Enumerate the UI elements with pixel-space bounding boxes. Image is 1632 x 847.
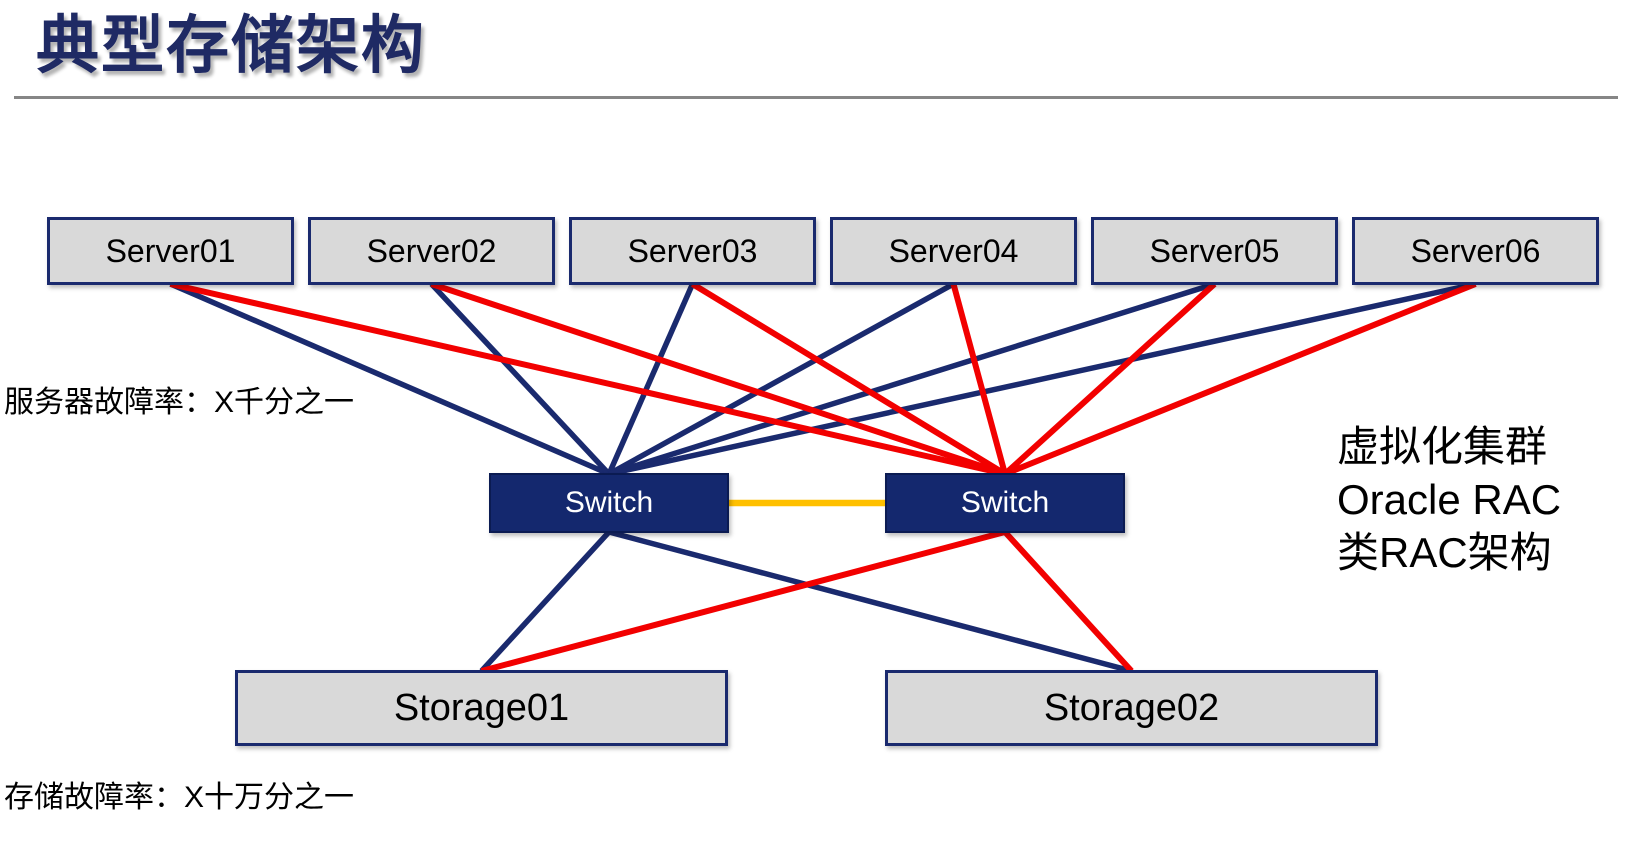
- storage-failure-rate-label: 存储故障率：X十万分之一: [4, 781, 355, 814]
- cluster-note-line-3: 类RAC架构: [1337, 529, 1552, 576]
- cluster-note-line-2: Oracle RAC: [1337, 476, 1562, 523]
- edge-server06-switch1: [608, 281, 1477, 477]
- switch-left-node: Switch: [489, 473, 729, 533]
- edge-server03-switch1: [606, 282, 696, 476]
- edge-switch1-storage01: [479, 530, 612, 673]
- edge-server02-switch1: [429, 282, 612, 476]
- title-divider-line: [14, 96, 1618, 99]
- server01-node: Server01: [47, 217, 294, 285]
- edge-server04-switch1: [607, 281, 955, 477]
- server04-node: Server04: [830, 217, 1077, 285]
- cluster-note-line-1: 虚拟化集群: [1337, 423, 1548, 470]
- server03-node: Server03: [569, 217, 816, 285]
- cluster-note: 虚拟化集群 Oracle RAC 类RAC架构: [1337, 420, 1561, 579]
- edge-server01-switch1: [169, 281, 611, 477]
- edge-server06-switch2: [1003, 281, 1477, 477]
- edge-server05-switch1: [608, 281, 1216, 477]
- edge-server05-switch2: [1002, 281, 1217, 477]
- server02-node: Server02: [308, 217, 555, 285]
- edge-switch1-storage02: [608, 529, 1133, 674]
- storage01-node: Storage01: [235, 670, 728, 746]
- switch-right-node: Switch: [885, 473, 1125, 533]
- edge-server01-switch2: [169, 281, 1006, 477]
- edge-server04-switch2: [950, 283, 1008, 475]
- server06-node: Server06: [1352, 217, 1599, 285]
- server05-node: Server05: [1091, 217, 1338, 285]
- edge-server02-switch2: [430, 281, 1006, 477]
- storage02-node: Storage02: [885, 670, 1378, 746]
- edge-server03-switch2: [690, 281, 1007, 477]
- page-title: 典型存储架构: [36, 11, 426, 81]
- edge-switch2-storage01: [480, 529, 1006, 674]
- edge-switch2-storage02: [1002, 529, 1134, 674]
- server-failure-rate-label: 服务器故障率：X千分之一: [4, 386, 355, 419]
